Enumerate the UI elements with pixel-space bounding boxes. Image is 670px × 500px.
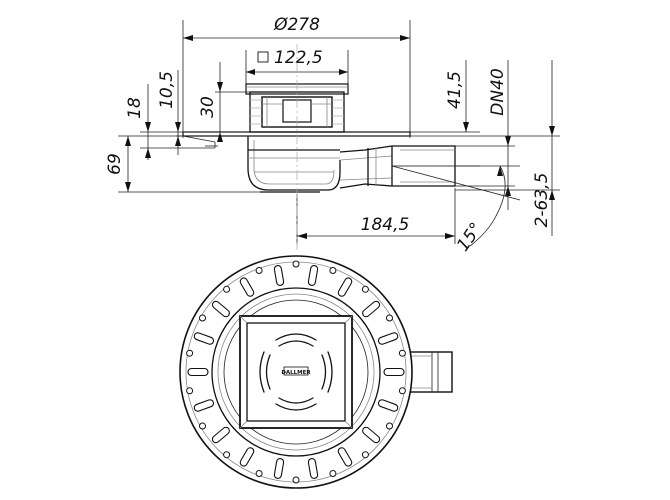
flange-slot: [337, 277, 353, 297]
grate-size-label: 122,5: [274, 48, 323, 68]
bolt-hole: [223, 285, 231, 293]
flange-slot: [211, 426, 230, 444]
pipe-dn-label: DN40: [488, 68, 508, 115]
body-ring-innermost: [223, 299, 369, 445]
flange-slot: [193, 332, 215, 345]
flange-slot: [211, 300, 230, 318]
dim-outlet-angle: 15°: [391, 165, 521, 255]
bolt-hole: [199, 422, 206, 430]
dim-overall-diameter: Ø278: [182, 15, 411, 138]
body-ring: [211, 287, 381, 457]
flange-slot: [307, 458, 319, 479]
bolt-hole: [186, 387, 194, 395]
bolt-hole: [386, 314, 393, 322]
body-depth-label: 69: [105, 153, 125, 175]
bolt-hole: [398, 349, 406, 357]
flange-slot: [362, 426, 381, 444]
top-view: DALLMER: [179, 255, 453, 489]
dim-left-stack: 18 10,5 30: [125, 62, 250, 160]
outlet-length-label: 184,5: [361, 215, 410, 235]
flange-slot: [239, 447, 255, 467]
brand-label: DALLMER: [281, 370, 311, 376]
grate-depth-label: 30: [198, 96, 218, 118]
flange-slot: [193, 399, 215, 412]
dim-outlet-height: 41,5: [410, 60, 480, 167]
flange: [182, 131, 411, 148]
bolt-hole: [255, 267, 263, 274]
flange-slot: [383, 367, 405, 377]
flange-slot: [337, 447, 353, 467]
bolt-hole: [255, 470, 263, 477]
bolt-hole: [329, 470, 337, 477]
flange-slots: [186, 260, 406, 484]
frame-height-label: 10,5: [157, 71, 177, 109]
outlet-pipe: [339, 145, 456, 189]
flange-slot: [307, 265, 319, 286]
flange-slot: [273, 458, 285, 479]
side-view: Ø278 122,5: [105, 15, 560, 255]
bolt-hole: [398, 387, 406, 395]
bolt-hole: [292, 476, 300, 484]
grate-inner: [246, 322, 346, 422]
grate-slots: [259, 333, 333, 411]
overall-diameter-label: Ø278: [273, 15, 320, 35]
dim-outlet-length: 184,5: [296, 188, 456, 244]
flange-slot: [377, 332, 399, 345]
bolt-hole: [361, 451, 369, 459]
dim-slope-range: 2-63,5: [410, 60, 560, 236]
dim-body-depth: 69: [105, 135, 260, 193]
flange-slot: [377, 399, 399, 412]
brand-plate: [283, 366, 309, 376]
square-symbol-icon: [257, 51, 269, 63]
flange-slot: [362, 300, 381, 318]
bolt-hole: [361, 285, 369, 293]
flange-slot: [187, 367, 209, 377]
slope-range-label: 2-63,5: [532, 173, 552, 228]
flange-slot: [239, 277, 255, 297]
body-ring-inner: [217, 293, 375, 451]
flange-height-label: 18: [125, 97, 145, 119]
bolt-hole: [386, 422, 393, 430]
bolt-hole: [186, 349, 194, 357]
flange-slot: [273, 265, 285, 286]
bolt-hole: [292, 260, 300, 268]
outlet-angle-label: 15°: [453, 219, 487, 255]
bolt-hole: [223, 451, 231, 459]
bolt-hole: [329, 267, 337, 274]
bolt-hole: [199, 314, 206, 322]
outlet-height-label: 41,5: [445, 71, 465, 109]
body: [247, 136, 341, 193]
